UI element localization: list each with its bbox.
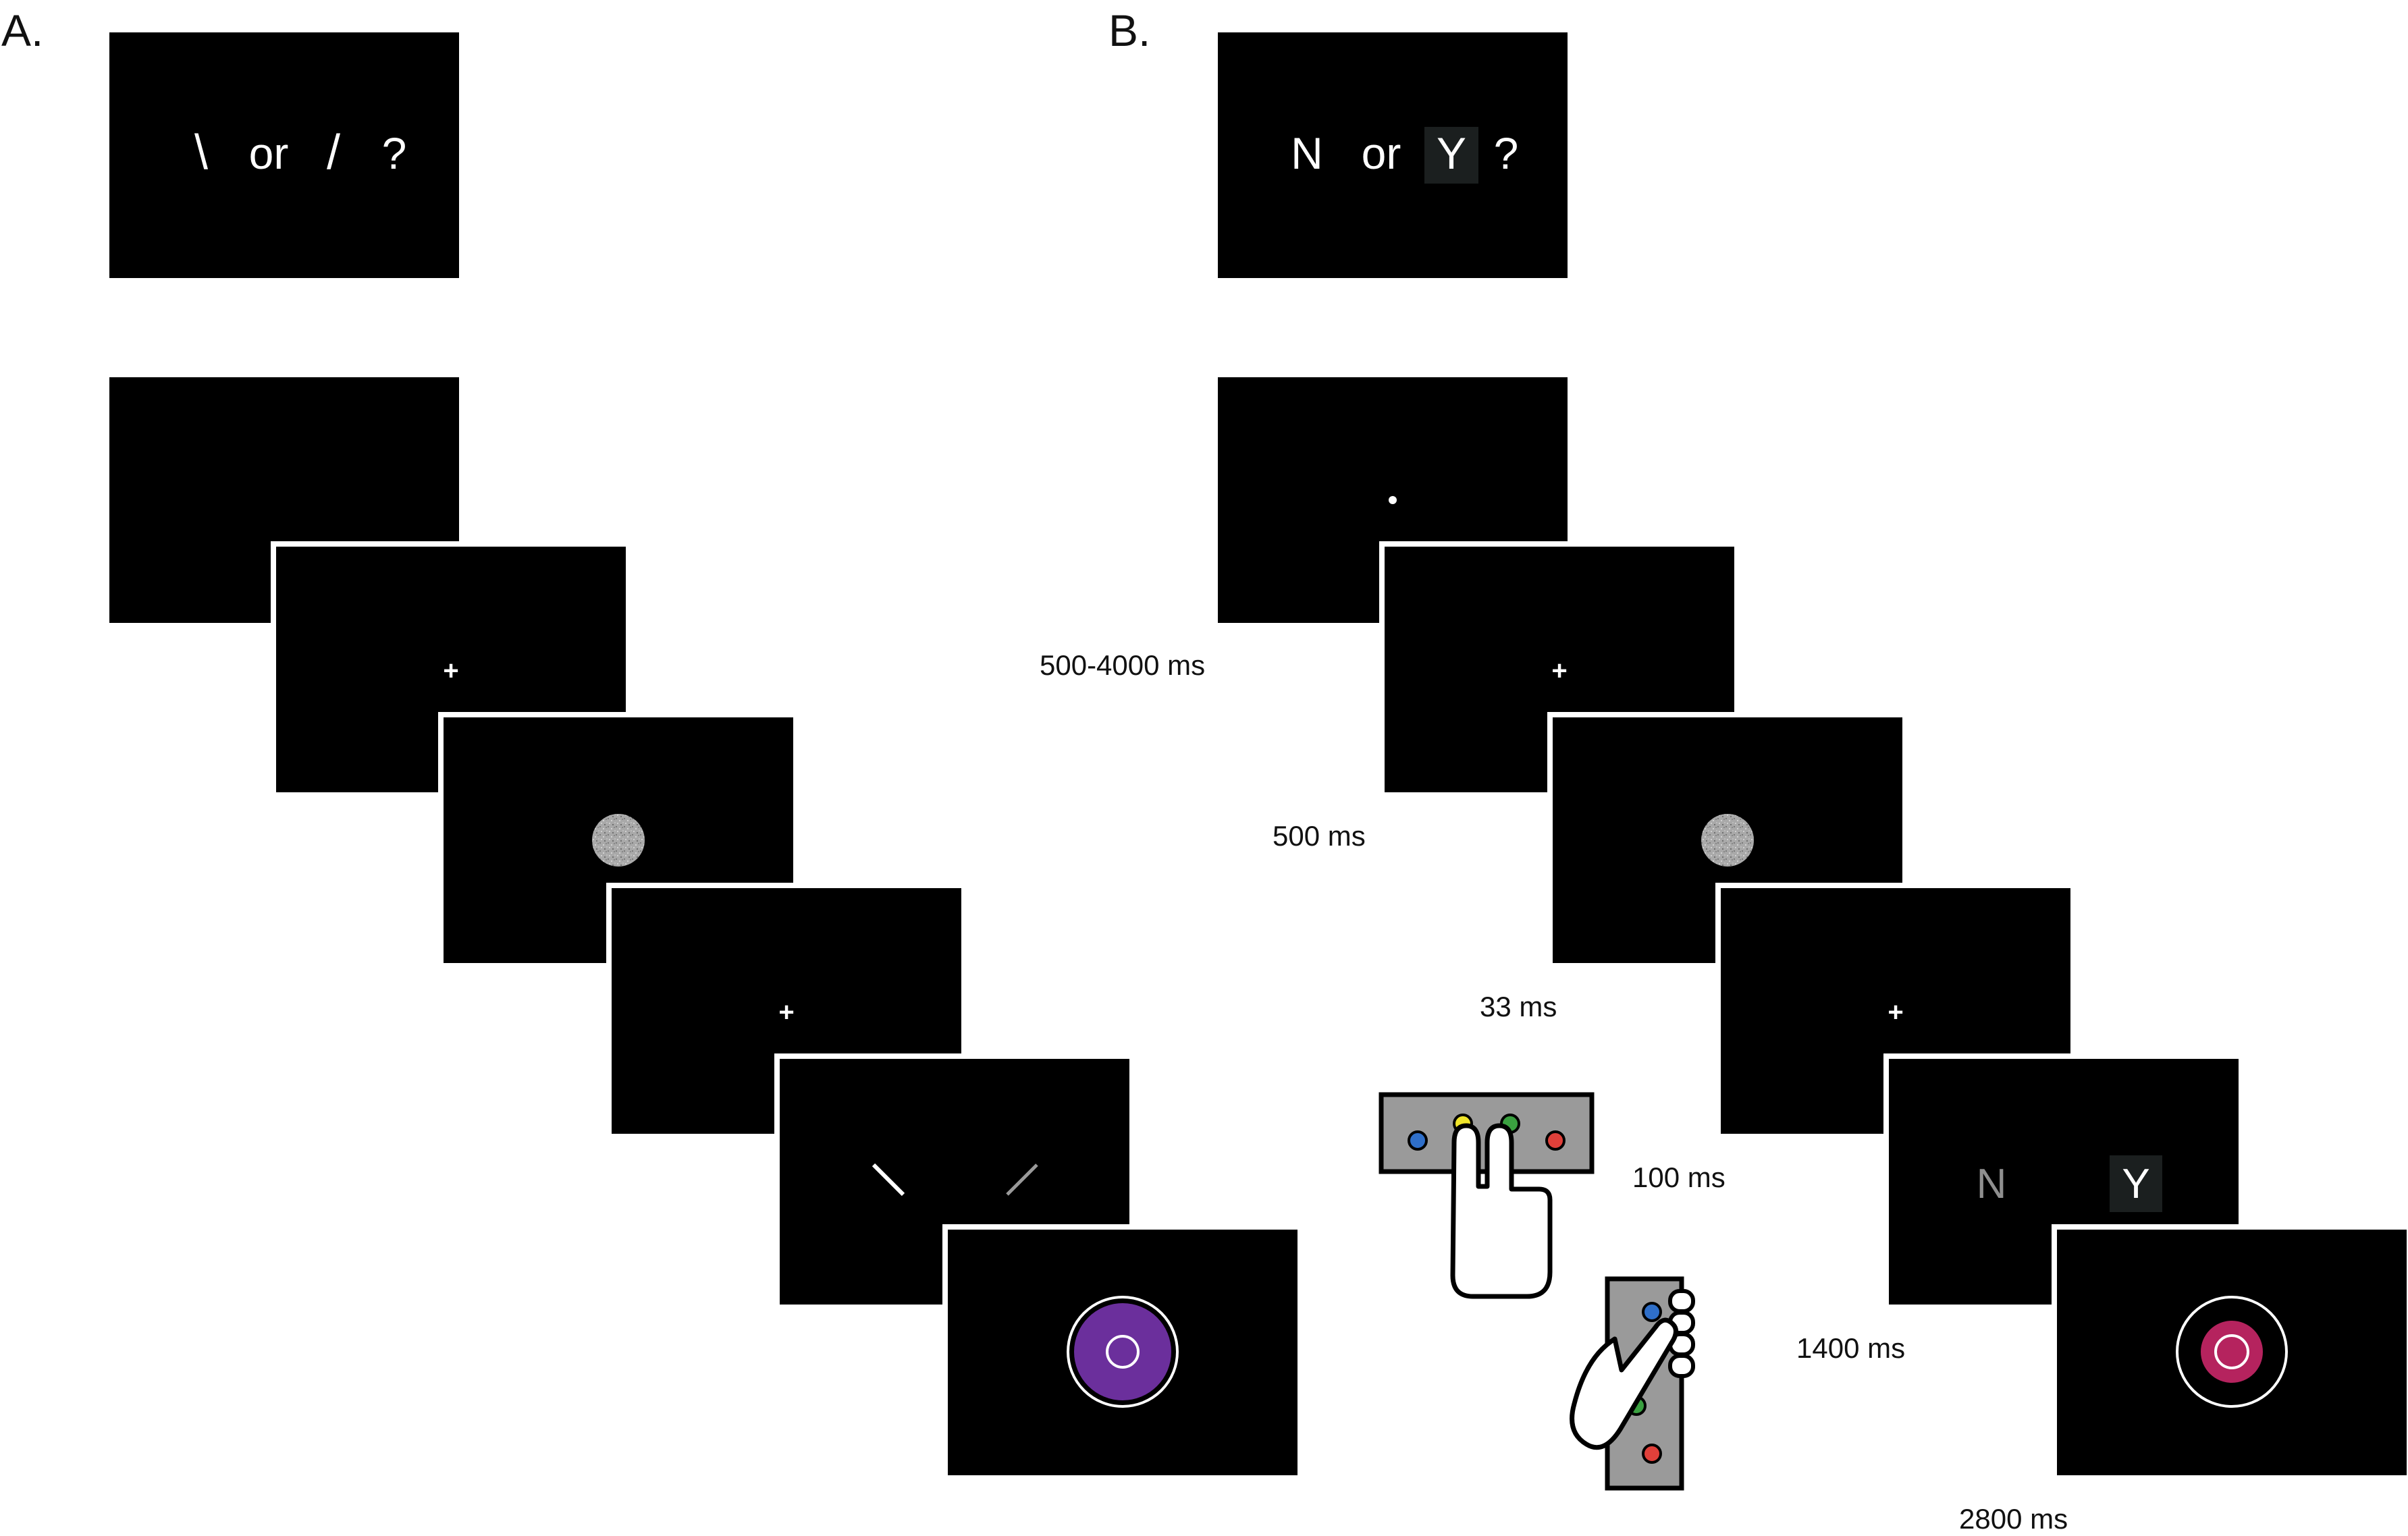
b-feedback-screen xyxy=(2052,1224,2408,1481)
timing-label-1: 500-4000 ms xyxy=(1040,649,1205,681)
a-response-left-line xyxy=(872,1163,905,1197)
button-red-icon xyxy=(1545,1130,1566,1151)
b-feedback-disc xyxy=(2201,1321,2263,1383)
a-response-right-line xyxy=(1006,1163,1038,1196)
button-blue-icon xyxy=(1408,1130,1428,1151)
b-instruction-left-letter: N xyxy=(1291,128,1323,178)
a-instruction-left-symbol: \ xyxy=(194,126,208,180)
b-instruction-screen: N or Y ? xyxy=(1218,32,1568,278)
timing-label-5: 1400 ms xyxy=(1796,1332,1905,1364)
two-finger-hand-icon xyxy=(1450,1123,1553,1299)
panel-a-label: A. xyxy=(1,5,43,55)
a-feedback-disc xyxy=(1074,1303,1171,1400)
vbox-button-red-icon xyxy=(1642,1444,1662,1464)
b-response-right-letter: Y xyxy=(2122,1161,2149,1207)
panel-b-label: B. xyxy=(1108,5,1150,55)
a-instruction-question-mark: ? xyxy=(382,128,407,178)
a-feedback-screen xyxy=(942,1224,1303,1481)
b-instruction-question-mark: ? xyxy=(1494,128,1519,178)
b-noise-patch xyxy=(1701,814,1754,867)
a-noise-patch xyxy=(592,814,645,867)
timing-label-3: 33 ms xyxy=(1480,991,1557,1022)
b-fixation-cross-1: + xyxy=(1551,656,1567,686)
b-instruction-or: or xyxy=(1362,128,1401,178)
b-fixation-dot xyxy=(1389,496,1397,504)
pointing-hand-icon xyxy=(1570,1289,1695,1450)
timing-label-4: 100 ms xyxy=(1632,1161,1725,1193)
timing-label-2: 500 ms xyxy=(1273,820,1366,852)
b-fixation-cross-2: + xyxy=(1888,997,1903,1027)
a-instruction-screen: \ or / ? xyxy=(109,32,459,278)
b-response-left-letter: N xyxy=(1977,1161,2007,1207)
timing-label-6: 2800 ms xyxy=(1959,1503,2068,1535)
a-instruction-or: or xyxy=(249,128,289,178)
b-instruction-right-letter: Y xyxy=(1437,128,1466,178)
a-fixation-cross-1: + xyxy=(443,656,458,686)
vbox-button-blue-icon xyxy=(1642,1302,1662,1322)
a-instruction-right-symbol: / xyxy=(327,126,340,180)
a-fixation-cross-2: + xyxy=(778,997,794,1027)
